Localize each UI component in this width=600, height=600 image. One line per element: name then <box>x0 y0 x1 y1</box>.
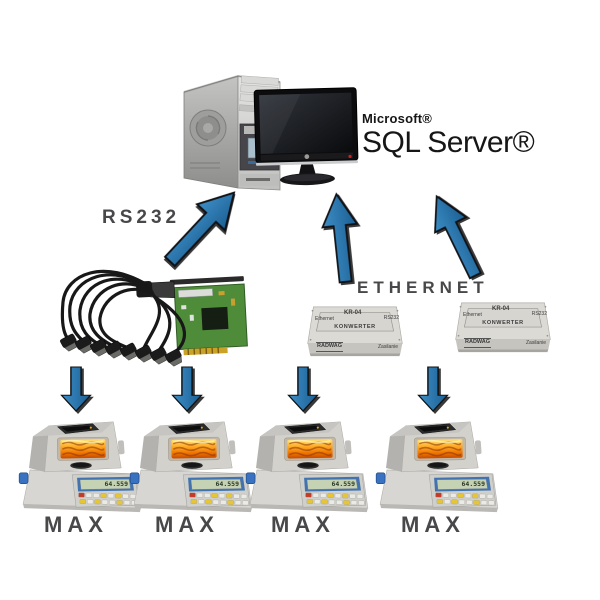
moisture-analyzer: 64.559 <box>127 413 257 517</box>
converter-type-label: KONWERTER <box>334 324 376 330</box>
max-label: MAX <box>44 512 108 537</box>
db9-connectors <box>60 333 182 367</box>
kr04-converter: KR-04 Ethernet RS232 KONWERTER RADWAG Za… <box>452 300 554 356</box>
analyzer-display: 64.559 <box>104 479 128 488</box>
max-label: MAX <box>155 512 219 537</box>
fan-icon <box>189 109 227 147</box>
serial-octopus-cable <box>52 256 252 368</box>
sql-server-logo: Microsoft® SQL Server® <box>362 111 535 159</box>
brand-logo: RADWAG <box>464 338 492 348</box>
power-led-icon <box>348 154 352 159</box>
converter-model-label: KR-04 <box>492 306 510 312</box>
converter-type-label: KONWERTER <box>482 320 524 326</box>
lg-logo-icon <box>304 154 310 159</box>
ethernet-arrow-icon <box>419 186 493 285</box>
serial-pci-card <box>135 276 248 356</box>
rs232-port-label: RS232 <box>531 311 547 317</box>
max-label: MAX <box>401 512 465 537</box>
microsoft-wordmark: Microsoft® <box>362 111 433 126</box>
max-label: MAX <box>271 512 335 537</box>
converter-model-label: KR-04 <box>344 310 362 316</box>
brand-logo: RADWAG <box>316 342 344 352</box>
monitor-screen <box>259 92 353 154</box>
ethernet-port-label: Ethernet <box>463 312 482 318</box>
ethernet-arrow-icon <box>317 190 364 285</box>
down-arrow-icon <box>287 366 319 412</box>
analyzer-display: 64.559 <box>331 479 355 488</box>
power-label: Zasilanie <box>377 344 398 350</box>
ethernet-port-label: Ethernet <box>315 316 334 322</box>
power-label: Zasilanie <box>525 340 546 346</box>
rs232-port-label: RS232 <box>383 315 399 321</box>
down-arrow-icon <box>171 366 203 412</box>
down-arrow-icon <box>417 366 449 412</box>
analyzer-display: 64.559 <box>461 479 485 488</box>
sql-server-wordmark: SQL Server® <box>362 125 535 159</box>
monitor <box>252 86 362 188</box>
rs232-label: RS232 <box>102 207 181 228</box>
kr04-converter: KR-04 Ethernet RS232 KONWERTER RADWAG Za… <box>304 304 406 360</box>
analyzer-display: 64.559 <box>215 479 239 488</box>
moisture-analyzer: 64.559 <box>16 413 146 517</box>
moisture-analyzer: 64.559 <box>243 413 373 517</box>
ethernet-label: ETHERNET <box>357 278 489 297</box>
down-arrow-icon <box>60 366 92 412</box>
moisture-analyzer: 64.559 <box>373 413 503 517</box>
